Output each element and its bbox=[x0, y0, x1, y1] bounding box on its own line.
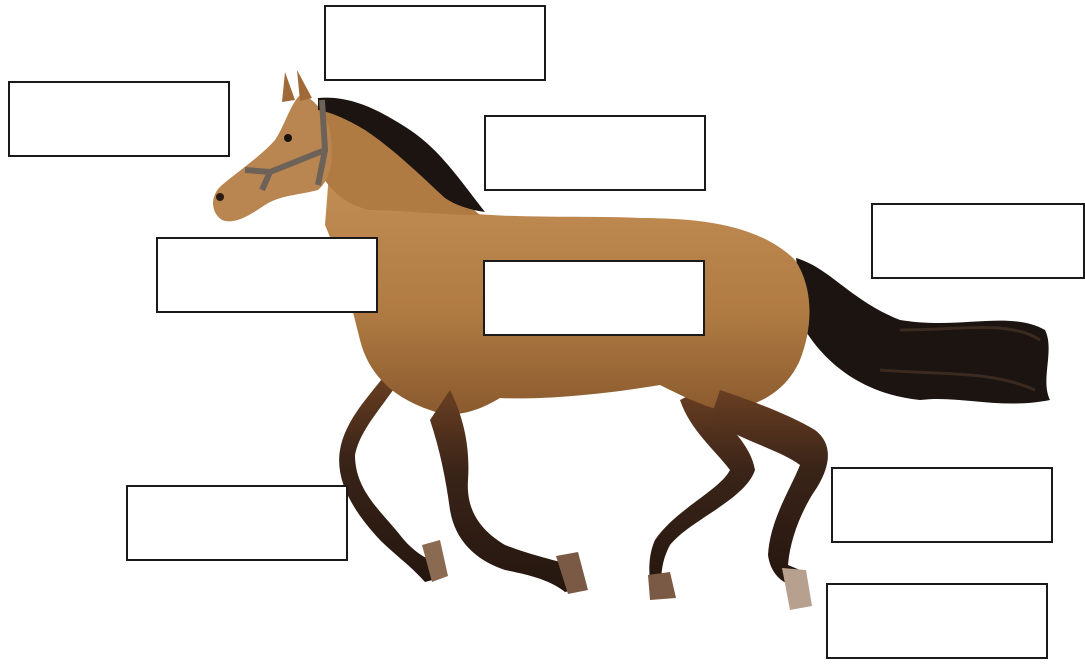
label-box-9[interactable] bbox=[826, 583, 1048, 659]
nostril bbox=[216, 193, 224, 201]
label-box-6[interactable] bbox=[483, 260, 705, 336]
label-box-7[interactable] bbox=[126, 485, 348, 561]
label-box-2[interactable] bbox=[8, 81, 230, 157]
hoof-far-hind bbox=[648, 572, 676, 600]
head bbox=[213, 95, 332, 221]
eye bbox=[284, 134, 292, 142]
ear bbox=[282, 70, 312, 102]
hoof-near-hind bbox=[782, 568, 812, 610]
label-box-4[interactable] bbox=[871, 203, 1085, 279]
label-box-8[interactable] bbox=[831, 467, 1053, 543]
label-box-1[interactable] bbox=[324, 5, 546, 81]
label-box-5[interactable] bbox=[156, 237, 378, 313]
label-box-3[interactable] bbox=[484, 115, 706, 191]
